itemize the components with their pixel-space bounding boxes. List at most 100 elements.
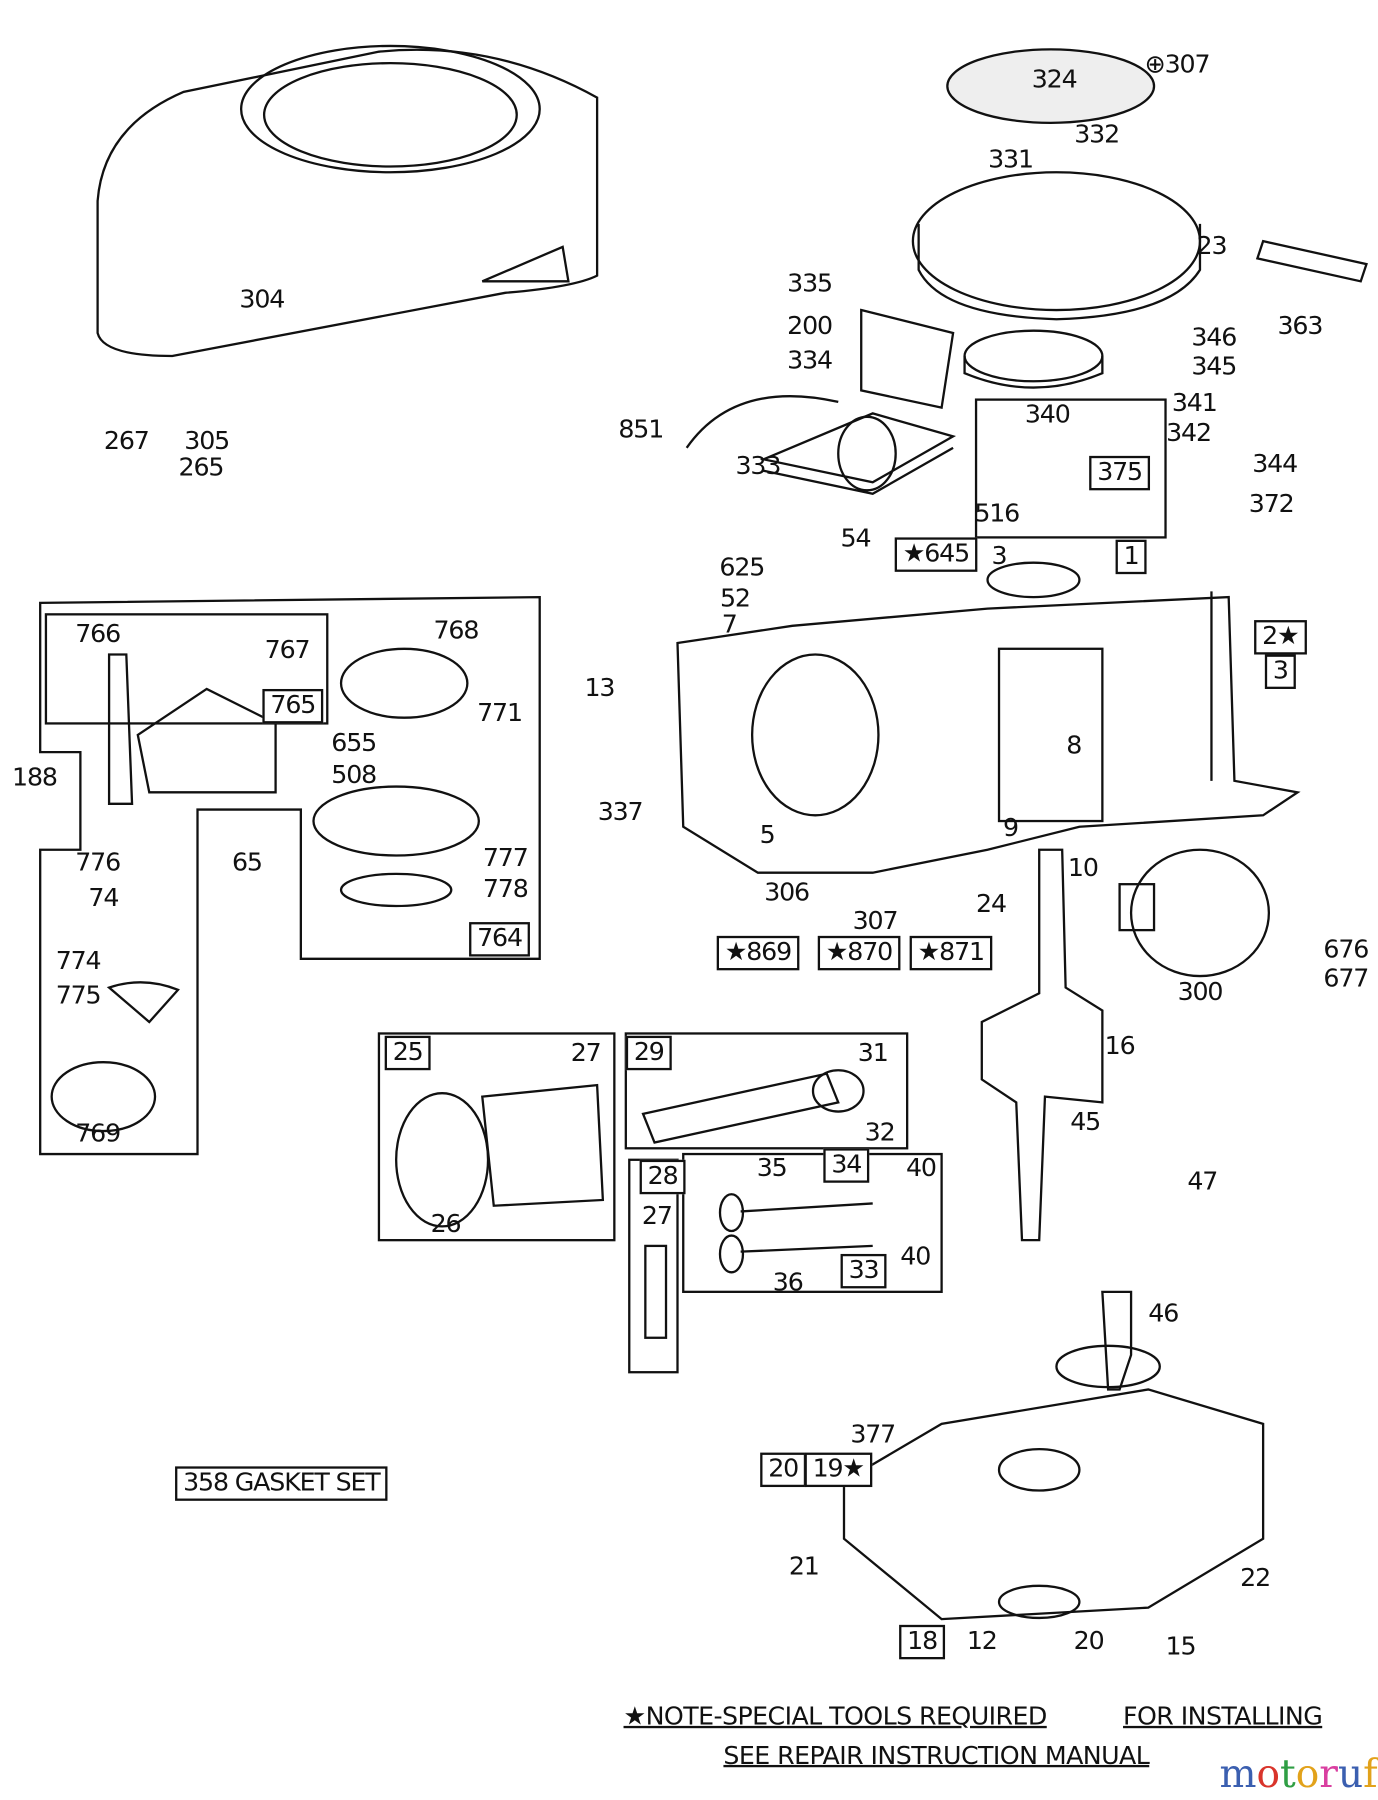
part-label-767: 767 [264, 636, 311, 665]
part-label-344: 344 [1252, 450, 1298, 479]
boxed-part-label: 1 [1115, 539, 1147, 575]
part-label-36: 36 [772, 1268, 804, 1298]
note-line-1: ★NOTE-SPECIAL TOOLS REQUIRED [623, 1702, 1048, 1732]
part-label-372: 372 [1248, 490, 1295, 520]
boxed-part-label: 3 [1264, 654, 1296, 689]
part-label-334: 334 [787, 346, 833, 376]
part-label-769: 769 [75, 1119, 121, 1149]
blower-housing-304 [96, 48, 599, 358]
part-label-304: 304 [239, 285, 285, 315]
part-label-335: 335 [787, 269, 833, 299]
logo-letter: u [1337, 1751, 1364, 1798]
part-label-341: 341 [1171, 389, 1218, 418]
part-label-15: 15 [1165, 1632, 1197, 1662]
boxed-part-label: 765 [262, 688, 324, 724]
part-label-306: 306 [764, 878, 810, 908]
part-label-778: 778 [482, 875, 529, 904]
part-label-342: 342 [1166, 419, 1212, 448]
part-label-337: 337 [597, 798, 644, 827]
part-label-27: 27 [641, 1202, 673, 1231]
part-label-52: 52 [719, 584, 751, 614]
part-label-324: 324 [1031, 65, 1078, 95]
part-label-655: 655 [331, 729, 377, 758]
part-label-775: 775 [55, 981, 102, 1011]
motoruf-watermark-logo: motoruf.de [1219, 1751, 1377, 1800]
boxed-part-label: 19★ [804, 1452, 872, 1488]
part-label-21: 21 [788, 1552, 820, 1582]
boxed-part-label: 29 [625, 1035, 672, 1071]
part-label-377: 377 [850, 1420, 896, 1450]
note-line-1b: FOR INSTALLING [1123, 1702, 1323, 1732]
flywheel-23 [911, 171, 1202, 312]
part-label-40: 40 [900, 1242, 931, 1272]
part-label-10: 10 [1067, 854, 1099, 884]
part-label-771: 771 [477, 699, 523, 729]
part-label-47: 47 [1187, 1167, 1218, 1197]
part-label-32: 32 [864, 1118, 896, 1148]
part-label-40: 40 [906, 1154, 937, 1183]
part-label-74: 74 [88, 884, 119, 913]
part-label-305: 305 [184, 427, 230, 456]
part-label-331: 331 [988, 145, 1034, 175]
part-label-35: 35 [756, 1154, 788, 1183]
boxed-part-label: ★869 [716, 935, 800, 971]
boxed-part-label: 18 [899, 1624, 946, 1660]
part-label-8: 8 [1066, 731, 1082, 761]
crankshaft-16 [980, 848, 1104, 1242]
part-label-516: 516 [974, 499, 1020, 529]
part-label-333: 333 [735, 452, 781, 482]
cylinder-block [676, 595, 1301, 874]
part-label-300: 300 [1177, 978, 1224, 1008]
part-label-625: 625 [719, 553, 765, 583]
part-label-851: 851 [618, 415, 664, 445]
part-label-26: 26 [430, 1210, 462, 1240]
part-label-45: 45 [1070, 1108, 1101, 1137]
part-label-200: 200 [787, 312, 833, 342]
part-label-3: 3 [991, 541, 1008, 571]
starter-group-outline [39, 595, 541, 1156]
part-label-766: 766 [75, 620, 121, 649]
muffler-300 [1129, 848, 1271, 978]
boxed-part-label: ★645 [894, 537, 978, 572]
part-label-307: 307 [852, 907, 899, 936]
boxed-part-label: 358 GASKET SET [175, 1466, 388, 1501]
boxed-part-label: 33 [840, 1253, 887, 1289]
note-line-2: SEE REPAIR INSTRUCTION MANUAL [723, 1741, 1150, 1771]
part-label-346: 346 [1191, 323, 1237, 353]
part-label-307: ⊕307 [1144, 50, 1211, 80]
part-label-777: 777 [482, 844, 529, 873]
boxed-part-label: 20 [760, 1452, 807, 1488]
part-label-24: 24 [976, 889, 1007, 919]
part-label-46: 46 [1148, 1299, 1179, 1329]
flywheel-screen-324 [946, 48, 1156, 125]
part-label-65: 65 [231, 848, 263, 878]
part-label-12: 12 [966, 1627, 998, 1656]
part-label-332: 332 [1074, 120, 1120, 150]
logo-letter: m [1219, 1751, 1257, 1798]
part-label-776: 776 [75, 848, 121, 878]
part-label-27: 27 [570, 1039, 602, 1068]
boxed-part-label: 2★ [1254, 620, 1307, 655]
starter-cup-345 [963, 329, 1104, 383]
part-label-265: 265 [178, 453, 225, 483]
part-label-20: 20 [1073, 1627, 1105, 1656]
part-label-22: 22 [1240, 1563, 1271, 1593]
logo-letter: o [1256, 1751, 1281, 1798]
part-label-768: 768 [433, 616, 479, 646]
boxed-part-label: 34 [823, 1148, 870, 1183]
part-label-363: 363 [1277, 312, 1323, 342]
part-label-23: 23 [1196, 231, 1228, 261]
part-label-508: 508 [331, 761, 377, 791]
part-label-31: 31 [857, 1039, 889, 1068]
crankcase-cover-18 [842, 1388, 1265, 1621]
part-label-340: 340 [1024, 400, 1071, 430]
part-label-267: 267 [103, 427, 150, 456]
logo-letter: f [1363, 1751, 1378, 1798]
boxed-part-label: 28 [639, 1159, 686, 1195]
part-label-677: 677 [1323, 964, 1369, 994]
part-label-9: 9 [1003, 814, 1019, 843]
boxed-part-label: ★870 [817, 935, 901, 971]
logo-letter: t [1280, 1751, 1296, 1798]
